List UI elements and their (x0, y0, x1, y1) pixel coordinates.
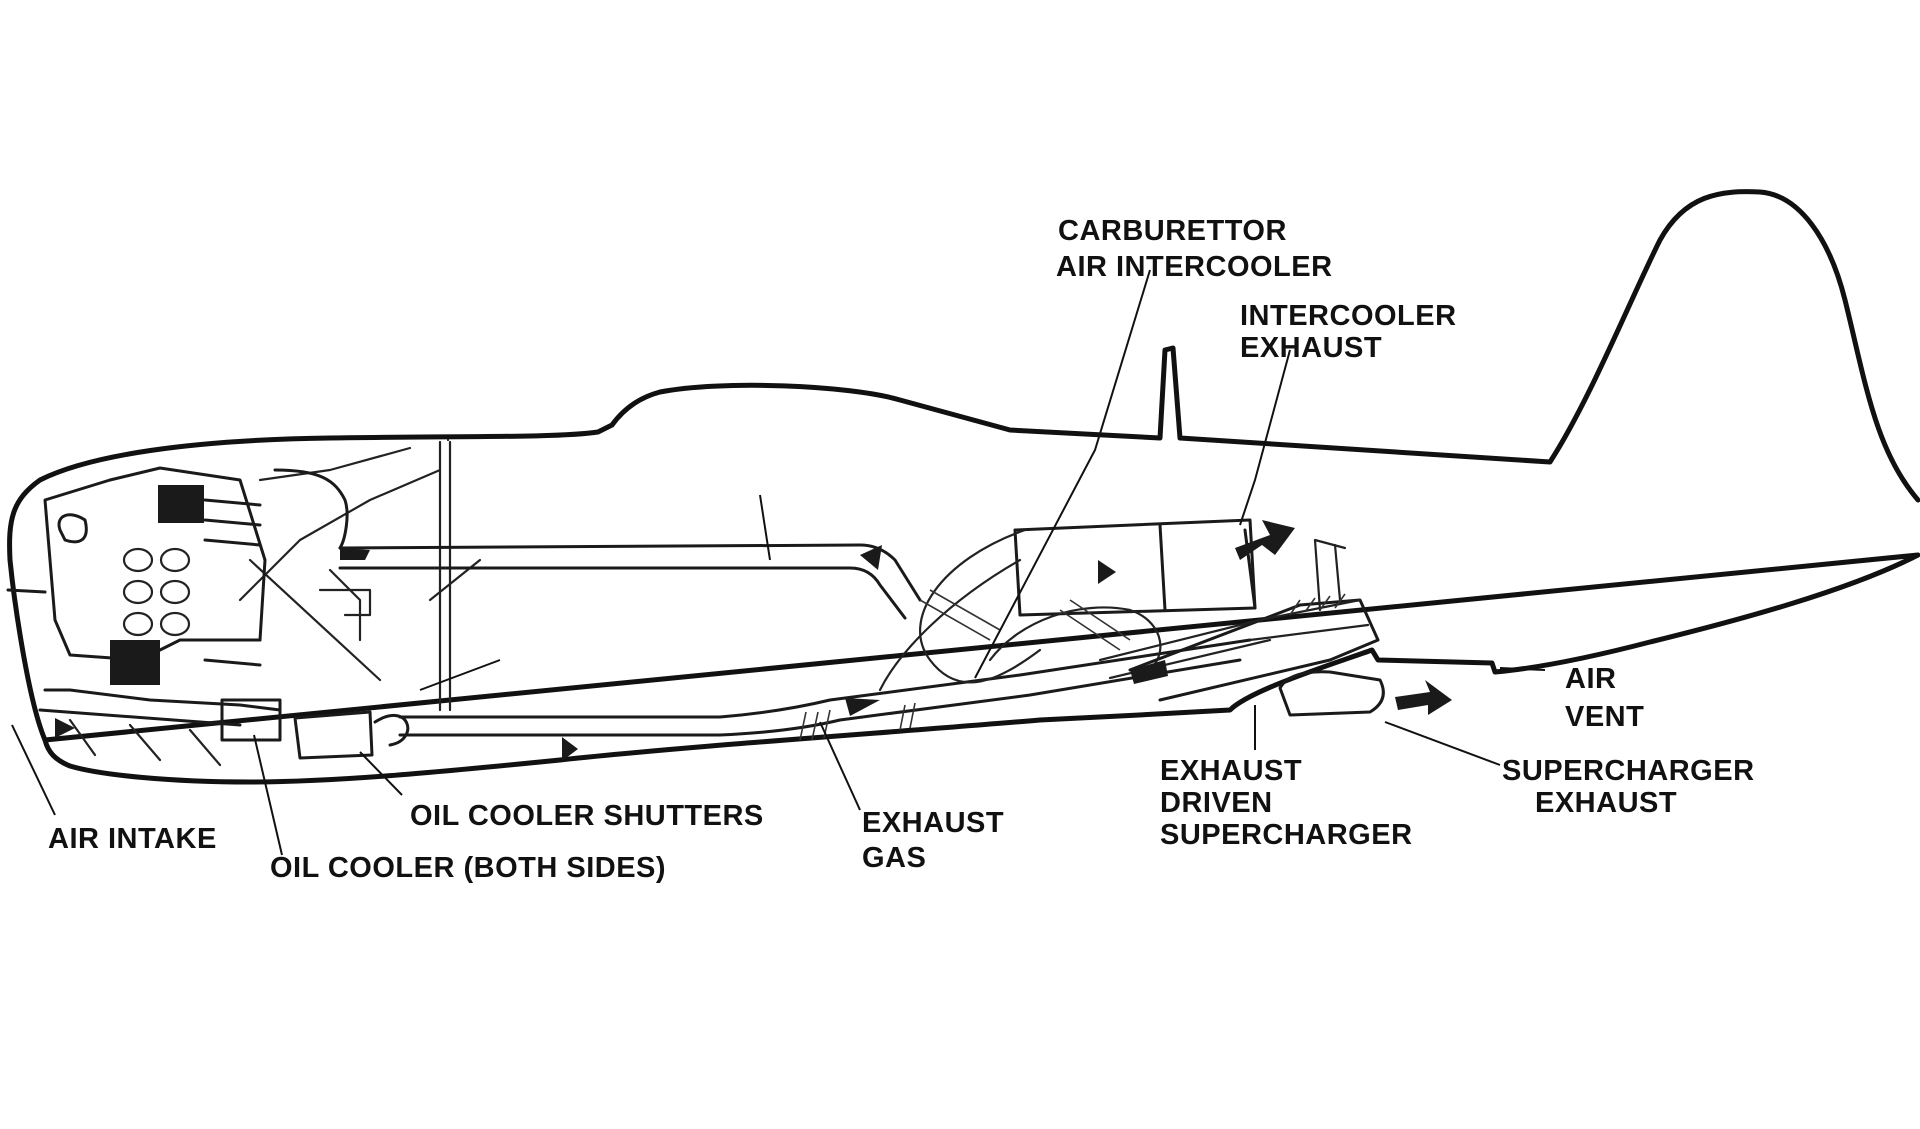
label-air-vent-2: VENT (1565, 701, 1644, 733)
label-exhaust-gas-1: EXHAUST (862, 807, 1004, 839)
label-intercooler-exhaust-1: INTERCOOLER (1240, 300, 1457, 332)
label-exhaust-driven-supercharger-3: SUPERCHARGER (1160, 819, 1413, 851)
label-supercharger-exhaust-2: EXHAUST (1535, 787, 1677, 819)
arrow-exhaust-gas (845, 698, 880, 716)
interior-structure (238, 438, 1385, 737)
flow-arrows (55, 520, 1452, 761)
duct-hatching (799, 589, 1346, 741)
label-exhaust-gas-2: GAS (862, 842, 926, 874)
arrow-supercharger-out (1395, 680, 1452, 715)
label-oil-cooler-shutters: OIL COOLER SHUTTERS (410, 800, 764, 832)
label-air-vent-1: AIR (1565, 663, 1616, 695)
label-exhaust-driven-supercharger-2: DRIVEN (1160, 787, 1273, 819)
arrow-sc-duct (1130, 660, 1168, 684)
leader-lines (11, 269, 1546, 856)
label-exhaust-driven-supercharger-1: EXHAUST (1160, 755, 1302, 787)
label-air-intake: AIR INTAKE (48, 823, 217, 855)
fuselage-outline (7, 189, 1920, 785)
labels: CARBURETTOR AIR INTERCOOLER INTERCOOLER … (48, 215, 1755, 884)
arrow-upper-left (340, 548, 370, 560)
arrow-ic-exhaust (1235, 520, 1295, 560)
label-oil-cooler-both-sides: OIL COOLER (BOTH SIDES) (270, 852, 666, 884)
engine-block (6, 466, 410, 767)
arrow-air-intake (55, 718, 75, 738)
arrow-upper-return (860, 545, 882, 570)
arrow-lower-duct (562, 737, 578, 761)
label-carburettor-air-intercooler-1: CARBURETTOR (1058, 215, 1287, 247)
label-supercharger-exhaust-1: SUPERCHARGER (1502, 755, 1755, 787)
label-carburettor-air-intercooler-2: AIR INTERCOOLER (1056, 251, 1333, 283)
label-intercooler-exhaust-2: EXHAUST (1240, 332, 1382, 364)
arrow-intercooler (1098, 560, 1116, 584)
